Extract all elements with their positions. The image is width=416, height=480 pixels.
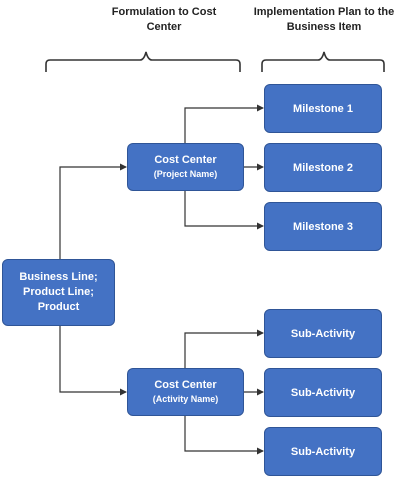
cost-center-project-subtitle: (Project Name): [153, 169, 218, 179]
implementation-header-line-2: Business Item: [286, 21, 362, 33]
formulation-header-line-1: Formulation to Cost: [111, 6, 217, 18]
milestone-2-node: Milestone 2: [264, 143, 382, 192]
business-line-node: Business Line; Product Line; Product: [2, 259, 115, 326]
product-line-label: Product Line;: [23, 286, 94, 298]
milestone-3-node: Milestone 3: [264, 202, 382, 251]
sub-activity-2-node: Sub-Activity: [264, 368, 382, 417]
cost-center-activity-node: Cost Center (Activity Name): [127, 368, 244, 416]
cost-center-activity-title: Cost Center: [154, 379, 217, 391]
formulation-bracket: [45, 51, 241, 72]
root-to-cost-center-project-connector: [59, 163, 127, 259]
cost-center-to-milestone-1-connector: [184, 104, 264, 143]
root-to-cost-center-activity-connector: [59, 326, 127, 396]
cost-center-activity-subtitle: (Activity Name): [152, 394, 219, 404]
cost-center-to-milestone-3-connector: [184, 191, 264, 230]
sub-activity-1-node: Sub-Activity: [264, 309, 382, 358]
formulation-header-line-2: Center: [146, 21, 182, 33]
cost-center-project-node: Cost Center (Project Name): [127, 143, 244, 191]
implementation-header: Implementation Plan to the Business Item: [228, 5, 416, 35]
implementation-bracket: [261, 51, 385, 72]
formulation-header: Formulation to Cost Center: [76, 5, 252, 35]
product-label: Product: [37, 301, 80, 313]
cost-center-to-sub-activity-3-connector: [184, 416, 264, 455]
implementation-header-line-1: Implementation Plan to the: [253, 6, 395, 18]
cost-center-project-title: Cost Center: [154, 154, 217, 166]
cost-center-to-sub-activity-1-connector: [184, 329, 264, 368]
milestone-1-node: Milestone 1: [264, 84, 382, 133]
sub-activity-3-node: Sub-Activity: [264, 427, 382, 476]
business-line-label: Business Line;: [19, 271, 98, 283]
